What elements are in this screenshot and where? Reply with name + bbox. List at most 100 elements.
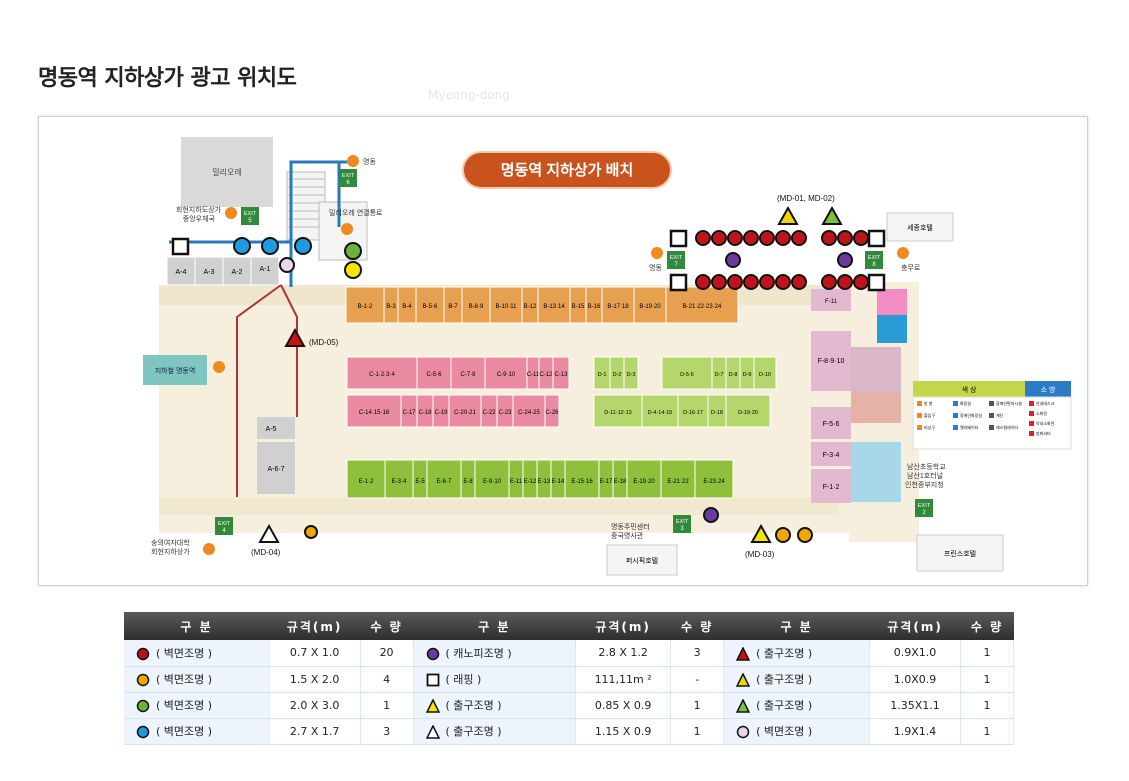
header-size-2: 규격(m) bbox=[575, 612, 671, 640]
marker-circle bbox=[775, 527, 791, 543]
store-c1-6: C-13 bbox=[554, 372, 568, 378]
legend-facility-7: 엘리베이터 bbox=[960, 424, 979, 430]
label-milliore-link: 밀리오레 연결통로 bbox=[329, 208, 383, 217]
ad-markers bbox=[171, 205, 886, 543]
triangle-icon bbox=[425, 724, 440, 739]
exit-e4-sign bbox=[215, 517, 233, 535]
exit-e8-sign bbox=[865, 251, 883, 269]
exit-e6-num: 6 bbox=[346, 180, 350, 186]
exit-e5-num: 5 bbox=[248, 218, 252, 224]
marker-circle bbox=[344, 261, 362, 279]
store-a67: A-6·7 bbox=[267, 466, 284, 473]
marker-circle bbox=[853, 230, 869, 246]
store-b-6: B-10·11 bbox=[496, 304, 518, 310]
circle-icon bbox=[736, 725, 750, 739]
circle-icon bbox=[136, 725, 150, 739]
exit-e6-text: EXIT bbox=[342, 173, 355, 179]
building-milliore-label: 밀리오레 bbox=[212, 168, 241, 177]
store-e-10: E-15·16 bbox=[571, 479, 593, 485]
header-size-1: 규격(m) bbox=[269, 612, 361, 640]
cell-qty: 1 bbox=[960, 640, 1014, 667]
callout-md04: (MD-04) bbox=[251, 548, 281, 557]
marker-circle bbox=[695, 230, 711, 246]
store-e-5: E-9·10 bbox=[483, 479, 502, 485]
store-c1-1: C-5·6 bbox=[426, 372, 442, 378]
exit-e6-sign bbox=[339, 169, 357, 187]
exit-e8-text: EXIT bbox=[868, 255, 881, 261]
exit-e3-num: 3 bbox=[680, 526, 684, 532]
label-sookmyung-2: 회현지하상가 bbox=[151, 547, 190, 556]
category-label: ( 출구조명 ) bbox=[756, 673, 813, 686]
table-header-row: 구 분 규격(m) 수 량 구 분 규격(m) 수 량 구 분 규격(m) 수 … bbox=[124, 612, 1014, 640]
store-b-4: B-7 bbox=[448, 304, 458, 310]
cell-size: 1.5 X 2.0 bbox=[269, 666, 361, 693]
marker-square bbox=[867, 273, 886, 292]
store-c2-3: C-19 bbox=[434, 410, 448, 416]
exit-e8-num: 8 bbox=[872, 262, 876, 268]
cell-qty: 3 bbox=[670, 640, 725, 667]
triangle-icon bbox=[735, 698, 751, 713]
store-b-12: B-19·20 bbox=[639, 304, 661, 310]
store-d2-3: D-18 bbox=[711, 410, 723, 416]
circle-icon bbox=[426, 647, 439, 660]
store-f56: F-5·6 bbox=[823, 421, 840, 428]
marker-circle bbox=[727, 230, 743, 246]
header-size-3: 규격(m) bbox=[869, 612, 961, 640]
category-label: ( 출구조명 ) bbox=[445, 725, 502, 738]
label-hoehyeon-2: 중앙우체국 bbox=[183, 215, 216, 223]
store-c1-2: C-7·8 bbox=[460, 372, 476, 378]
store-c1-0: C-1·2·3·4 bbox=[369, 372, 395, 378]
header-category-1: 구 분 bbox=[124, 612, 270, 640]
cell-qty: 1 bbox=[360, 692, 414, 719]
category-label: ( 벽면조명 ) bbox=[156, 673, 213, 686]
store-c1-5: C-12 bbox=[539, 372, 553, 378]
cell-category: ( 출구조명 ) bbox=[413, 692, 577, 719]
marker-circle bbox=[821, 274, 837, 290]
direction-labels: 명동 회현지하도상가 중앙우체국 밀리오레 연결통로 명동 충무로 숭의여자대학… bbox=[151, 155, 946, 556]
cell-category: ( 캐노피조명 ) bbox=[413, 640, 577, 667]
triangle-icon bbox=[425, 698, 440, 713]
store-e-15: E-23·24 bbox=[703, 479, 725, 485]
legend-facility-8: 에스컬레이터 bbox=[996, 424, 1018, 430]
marker-square bbox=[669, 229, 688, 248]
f-stores: F-11 F-8·9·10 F-5·6 F-3·4 F-1·2 bbox=[811, 289, 907, 503]
circle-icon bbox=[136, 699, 150, 713]
store-d2-2: D-16·17 bbox=[683, 410, 703, 416]
category-label: ( 벽면조명 ) bbox=[756, 725, 813, 738]
marker-circle bbox=[703, 507, 719, 523]
legend-fire-2: 옥내소화전 bbox=[1036, 420, 1055, 426]
marker-square bbox=[669, 273, 688, 292]
marker-circle bbox=[791, 274, 807, 290]
category-label: ( 래핑 ) bbox=[445, 673, 482, 686]
legend-facility-6: 비상구 bbox=[924, 424, 935, 430]
legend-facility-header: 색 상 bbox=[962, 385, 977, 394]
exit-e2-sign bbox=[915, 499, 933, 517]
store-a1: A-1 bbox=[260, 266, 271, 273]
marker-circle bbox=[711, 230, 727, 246]
store-f34: F-3·4 bbox=[823, 452, 840, 459]
building-subway bbox=[143, 355, 207, 385]
callout-md03: (MD-03) bbox=[745, 550, 775, 559]
exit-e7-text: EXIT bbox=[670, 255, 683, 261]
a-stores: A-4 A-3 A-2 A-1 A-5 A-6·7 bbox=[166, 256, 295, 494]
legend-fire-1: 소화전 bbox=[1036, 410, 1047, 416]
marker-triangle bbox=[258, 523, 280, 543]
store-d2-0: D-11·12·13 bbox=[604, 410, 631, 416]
cell-qty: - bbox=[670, 666, 725, 693]
store-c2-6: C-23 bbox=[498, 410, 512, 416]
cell-size: 1.9X1.4 bbox=[869, 718, 962, 745]
legend-fire-0: 안내데스크 bbox=[1036, 400, 1055, 406]
building-sejong bbox=[886, 212, 954, 242]
cell-category: ( 벽면조명 ) bbox=[124, 666, 270, 693]
legend-facility-3: 출입구 bbox=[924, 412, 935, 418]
map-banner bbox=[462, 151, 672, 189]
walking-path bbox=[236, 284, 298, 497]
store-b-5: B-8·9 bbox=[469, 304, 484, 310]
cell-qty: 1 bbox=[960, 718, 1014, 745]
header-qty-2: 수 량 bbox=[670, 612, 724, 640]
map-banner-text: 명동역 지하상가 배치 bbox=[501, 161, 634, 179]
marker-triangle bbox=[821, 205, 843, 225]
